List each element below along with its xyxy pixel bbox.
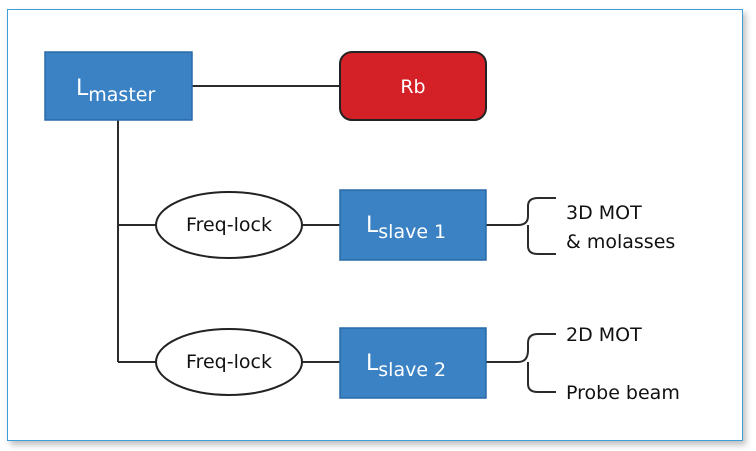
master-laser-label: Lmaster [76,76,155,106]
bracket-slave1-icon [517,197,556,255]
output-3d-mot: 3D MOT [566,202,642,224]
slave1-laser-box [339,189,487,261]
freqlock1-oval [155,191,303,259]
connectors [117,85,518,363]
output-2d-mot: 2D MOT [566,324,642,346]
output-molasses: & molasses [566,231,675,253]
freqlock1-label: Freq-lock [186,214,272,236]
bracket-slave2-icon [517,333,556,393]
slave1-laser-label: Lslave 1 [366,213,446,243]
freqlock2-label: Freq-lock [186,351,272,373]
output-probe-beam: Probe beam [566,382,680,404]
rb-cell-label: Rb [400,76,425,98]
slave2-laser-box [339,327,487,399]
master-laser-box [44,51,193,121]
rb-cell-box [339,51,487,121]
freqlock2-oval [155,328,303,396]
slave2-laser-label: Lslave 2 [366,351,446,381]
